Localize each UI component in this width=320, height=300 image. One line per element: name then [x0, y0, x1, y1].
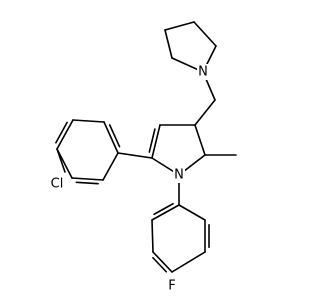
bond-c2-c3 — [194, 124, 206, 156]
bond-cf4-cf5 — [171, 251, 206, 273]
bond-cf3-cf4-double — [152, 256, 168, 273]
bond-cp5-cp6-double — [75, 181, 99, 185]
atom-n-pyrrole: N — [173, 167, 185, 183]
bond-r1-r2 — [193, 21, 217, 47]
bond-cp4-cl-stub — [56, 148, 66, 173]
bond-cp3-cp4-double — [55, 121, 68, 144]
molecule-structure: Cl F N N — [47, 21, 237, 294]
bond-cp3-cp4 — [56, 119, 74, 150]
bond-cf1-cf2-double — [153, 202, 174, 216]
atom-n-pyrrolidine: N — [197, 64, 209, 80]
bond-r3-r4 — [164, 29, 173, 59]
bond-cp1-cp2-double — [108, 124, 121, 148]
bond-c5-cp1 — [117, 152, 153, 159]
bond-cp2-cp3 — [72, 119, 105, 123]
atom-label-cl: Cl — [51, 177, 64, 192]
bond-c3-ch2 — [194, 99, 216, 126]
bond-layer — [55, 21, 237, 273]
atom-cl: Cl — [47, 176, 67, 192]
atom-label-f: F — [168, 279, 175, 294]
bond-c4-c5-double — [148, 128, 156, 153]
bond-c4-c5 — [151, 124, 161, 159]
bond-r2-r3 — [164, 21, 195, 31]
atom-label-n-pyrrole: N — [174, 168, 184, 183]
atom-label-n-pyrrolidine: N — [198, 65, 208, 80]
atom-label-layer: Cl F N N — [47, 64, 209, 294]
bond-cp6-cp1 — [102, 152, 119, 181]
atom-f: F — [166, 278, 178, 294]
bond-cf3-cf4 — [152, 251, 173, 273]
bond-cf6-cf1 — [178, 204, 206, 221]
bond-cp1-cp2 — [103, 121, 119, 154]
bond-cf2-cf3 — [151, 219, 154, 253]
bond-cf1-cf2 — [151, 204, 180, 221]
bond-cp5-cp6 — [71, 177, 104, 181]
